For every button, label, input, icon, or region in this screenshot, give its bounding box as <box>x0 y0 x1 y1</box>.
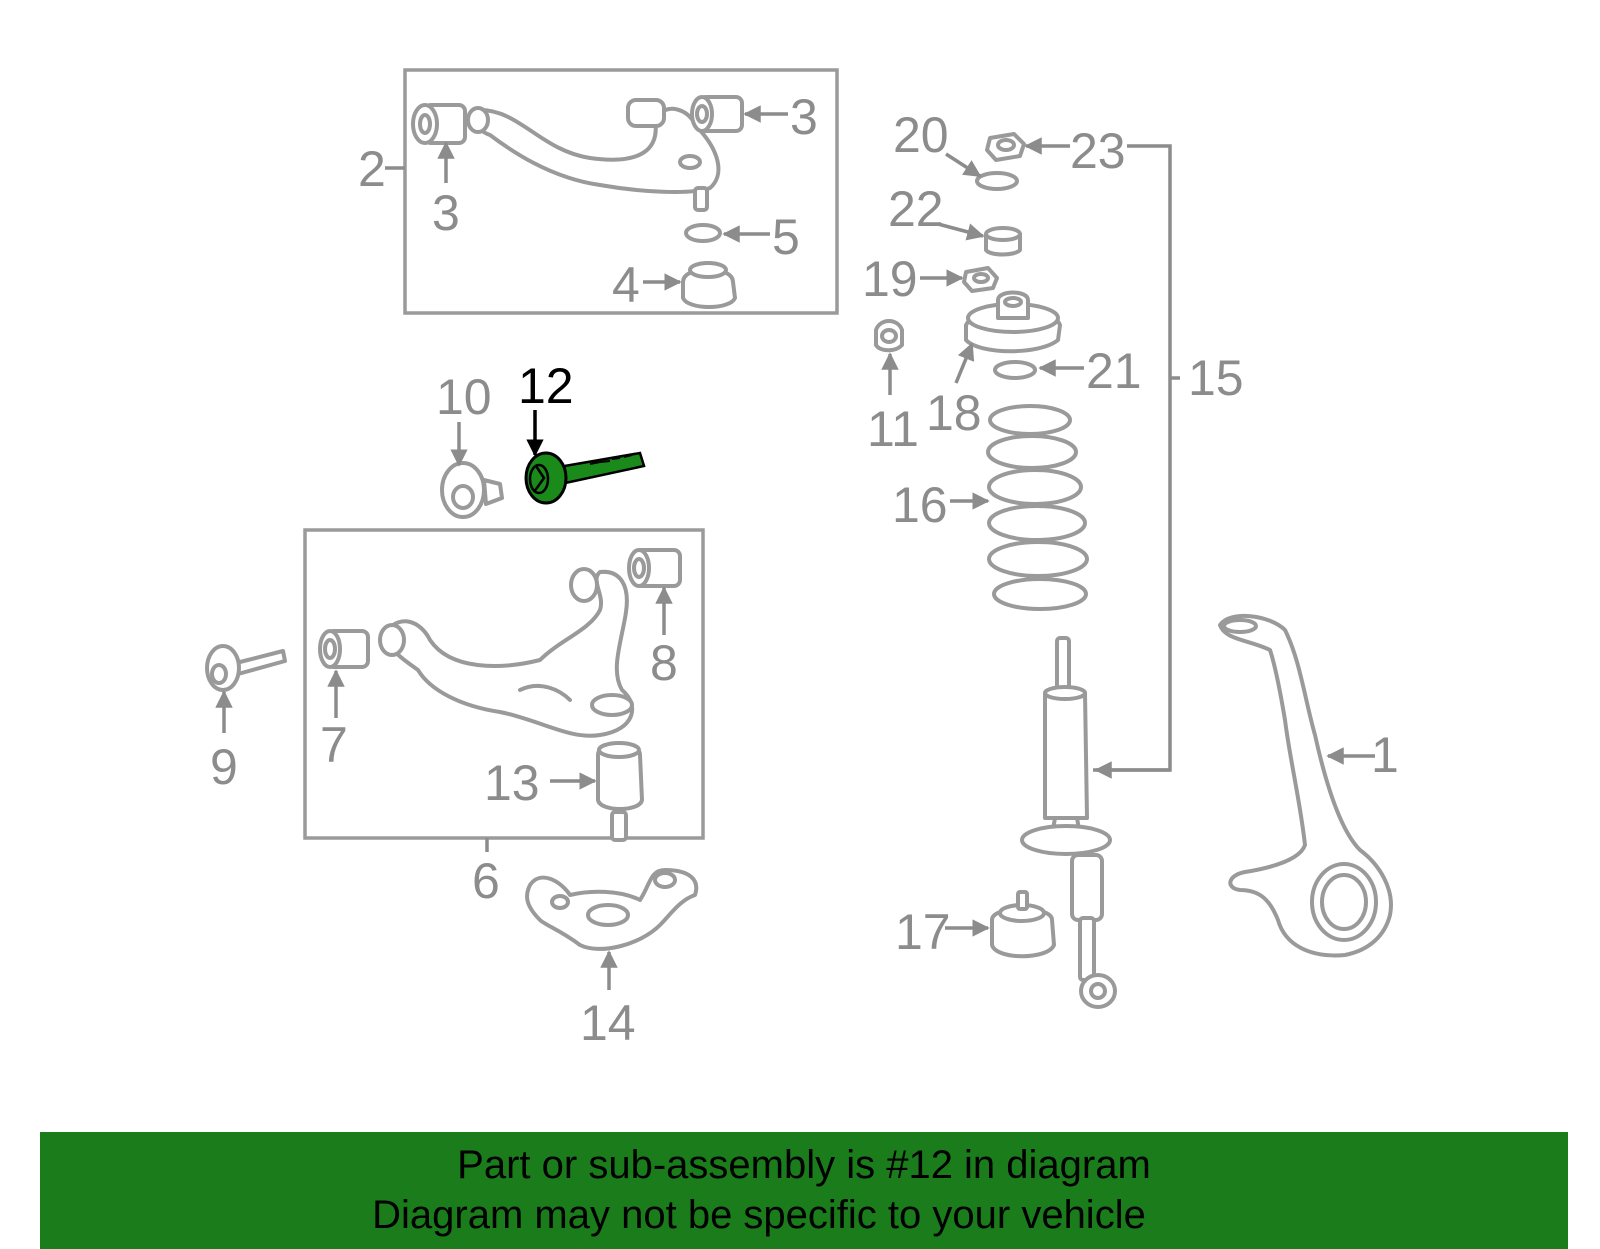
callout-9[interactable]: 9 <box>210 739 238 795</box>
bushing-8[interactable] <box>627 548 682 588</box>
washer-21[interactable] <box>993 360 1037 380</box>
callout-4[interactable]: 4 <box>612 257 640 313</box>
lower-control-arm[interactable] <box>385 569 635 738</box>
callout-8[interactable]: 8 <box>650 635 678 691</box>
callout-19[interactable]: 19 <box>862 251 918 307</box>
callout-23[interactable]: 23 <box>1070 123 1126 179</box>
steering-knuckle-1[interactable] <box>1218 613 1393 958</box>
info-banner: Part or sub-assembly is #12 in diagram D… <box>40 1132 1568 1249</box>
nut-23[interactable] <box>985 132 1026 162</box>
upper-control-arm-group: 2 3 3 5 4 <box>358 68 839 315</box>
callout-7[interactable]: 7 <box>320 717 348 773</box>
callout-5[interactable]: 5 <box>772 209 800 265</box>
ball-joint-boot-4[interactable] <box>681 261 737 309</box>
washer-20[interactable] <box>975 171 1019 191</box>
banner-line-2: Diagram may not be specific to your vehi… <box>372 1193 1146 1237</box>
upper-control-arm[interactable] <box>472 106 721 194</box>
callout-1[interactable]: 1 <box>1371 727 1399 783</box>
bushing-3-left[interactable] <box>411 103 467 145</box>
callout-2[interactable]: 2 <box>358 141 386 197</box>
callout-14[interactable]: 14 <box>580 995 636 1051</box>
bushing-3-right[interactable] <box>690 95 744 133</box>
callout-13[interactable]: 13 <box>484 755 540 811</box>
callout-3-left[interactable]: 3 <box>432 185 460 241</box>
nut-19[interactable] <box>962 266 999 293</box>
cam-plate-10[interactable] <box>440 461 504 519</box>
strut-assembly-15: 15 23 20 22 19 <box>862 107 1244 1009</box>
shock-absorber[interactable] <box>1020 636 1117 1009</box>
parts-diagram: 2 3 3 5 4 10 12 <box>205 68 1399 1051</box>
banner-line-1: Part or sub-assembly is #12 in diagram <box>457 1143 1151 1187</box>
coil-spring-16[interactable] <box>986 404 1089 611</box>
callout-15[interactable]: 15 <box>1188 350 1244 406</box>
callout-22[interactable]: 22 <box>888 181 944 237</box>
callout-16[interactable]: 16 <box>892 477 948 533</box>
cam-bolt-9[interactable] <box>205 644 287 692</box>
nut-11[interactable] <box>874 319 904 353</box>
callout-10[interactable]: 10 <box>436 369 492 425</box>
cam-bolt-12-highlighted[interactable] <box>524 451 646 505</box>
bushing-22[interactable] <box>984 226 1022 257</box>
callout-18[interactable]: 18 <box>926 385 982 441</box>
callout-20[interactable]: 20 <box>893 107 949 163</box>
callout-12[interactable]: 12 <box>518 358 574 414</box>
callout-17[interactable]: 17 <box>895 904 951 960</box>
callout-6[interactable]: 6 <box>472 853 500 909</box>
ball-joint-13[interactable] <box>596 741 644 842</box>
callout-21[interactable]: 21 <box>1086 343 1142 399</box>
callout-3-right[interactable]: 3 <box>790 89 818 145</box>
strut-mount-18[interactable] <box>964 290 1062 354</box>
bushing-7[interactable] <box>318 629 370 669</box>
bracket-14[interactable] <box>525 868 699 951</box>
callout-11[interactable]: 11 <box>867 401 919 457</box>
lower-control-arm-group: 7 8 13 6 <box>303 528 705 909</box>
washer-5[interactable] <box>684 223 722 243</box>
bump-stop-17[interactable] <box>990 890 1056 959</box>
